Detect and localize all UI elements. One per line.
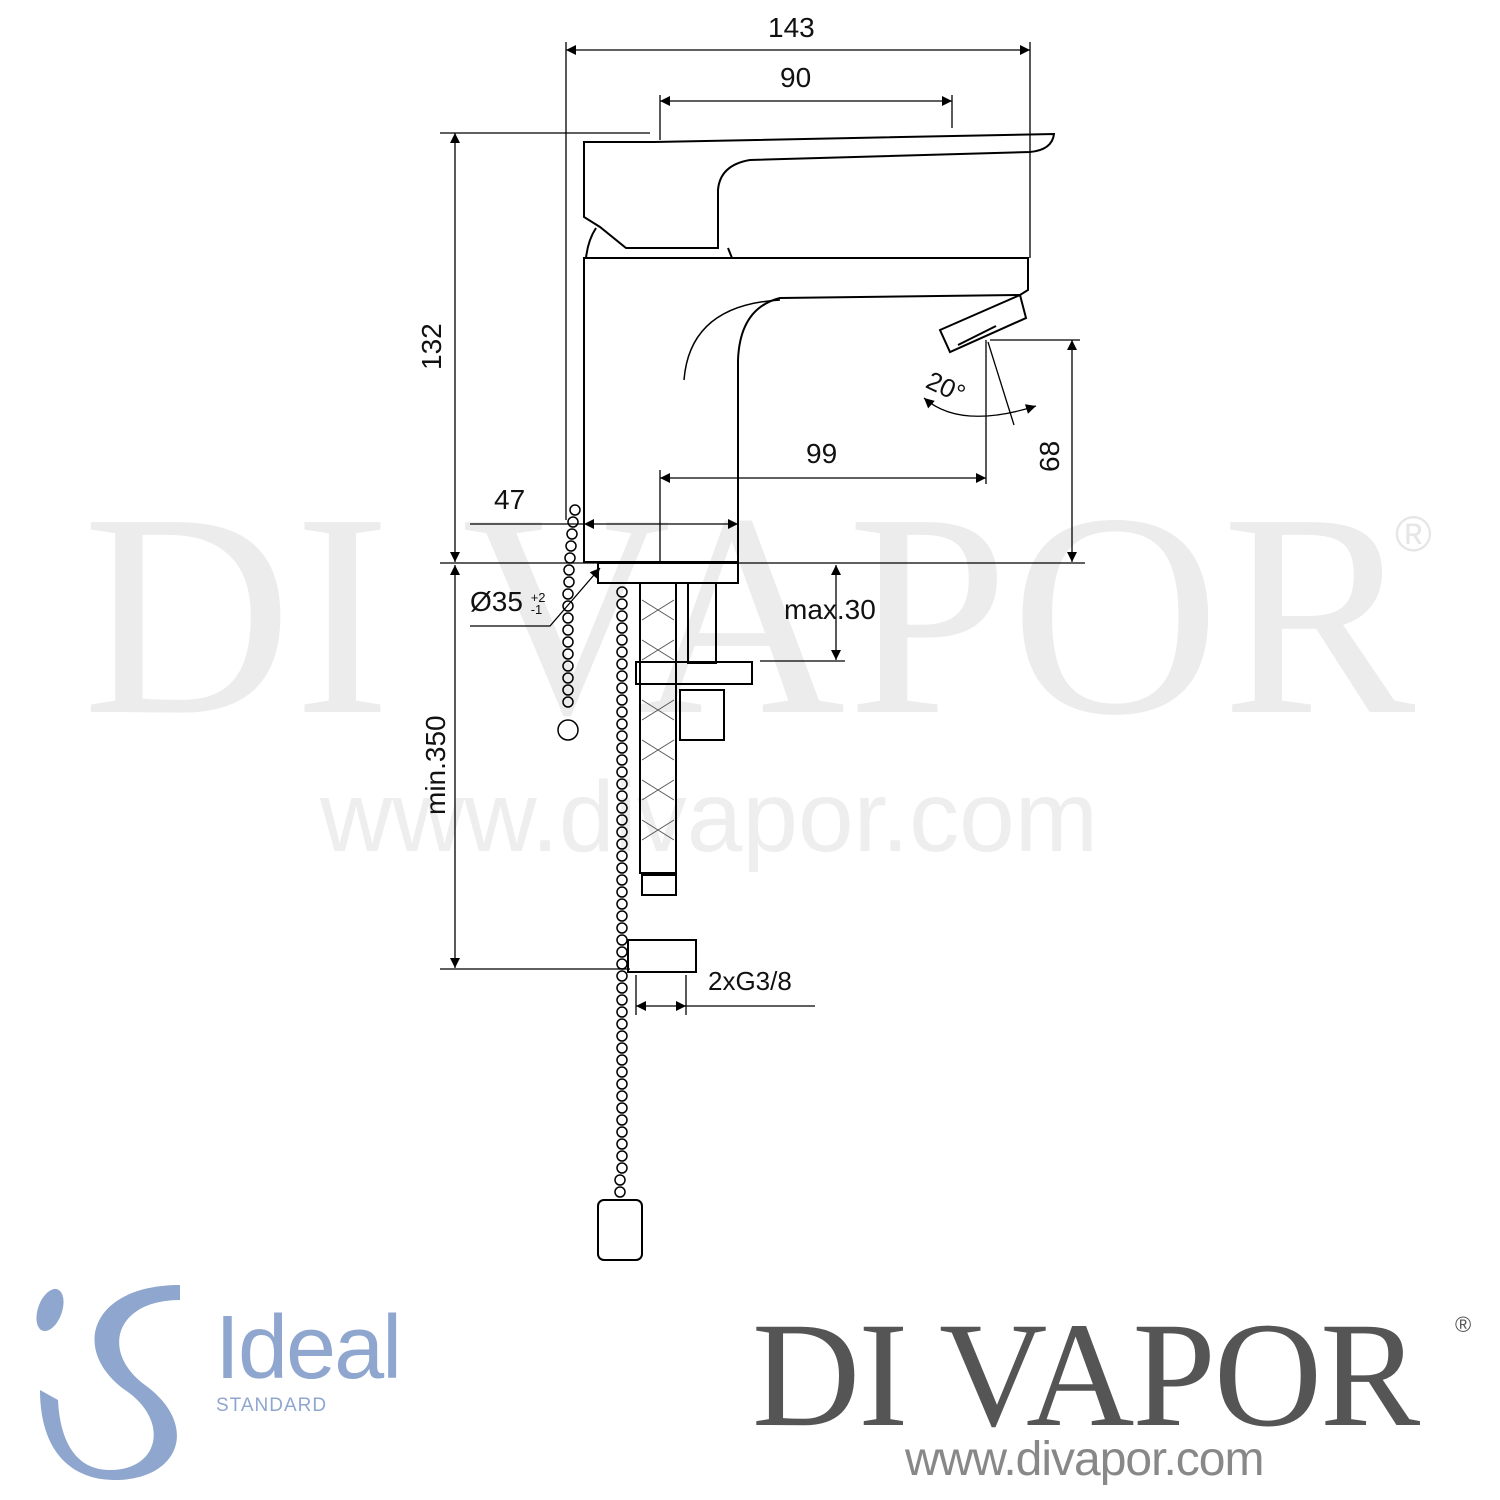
ideal-standard-logo-icon [36,1285,180,1480]
tap-body [583,257,1029,563]
standard-word: STANDARD [216,1395,328,1416]
hole-tolerance: +2 -1 [530,589,546,617]
watermark-brand: DI VAPOR [82,454,1418,775]
dim-body-depth: 47 [494,484,526,515]
divapor-url: www.divapor.com [905,1433,1264,1486]
watermark-url: www.divapor.com [320,761,1099,873]
braided-hose [641,599,675,841]
fixing-plate [635,661,753,685]
dim-overall-width: 143 [768,12,815,43]
drain-plug [597,1199,643,1261]
chain-right [614,586,628,1198]
dim-connection: 2xG3/8 [708,966,792,996]
dim-hose-length: min.350 [420,715,451,815]
aerator [938,293,1028,354]
dim-spout-reach: 99 [806,438,838,469]
chain-left [557,504,581,741]
hex-nut [679,689,725,741]
dim-handle-width: 90 [780,62,812,93]
dim-spout-height: 68 [1034,440,1065,472]
tol-minus: -1 [530,601,543,617]
ideal-word: Ideal [215,1298,402,1398]
dim-hole-diameter: Ø35 +2 -1 [470,586,546,618]
lever-handle [583,132,1056,249]
watermark-registered: ® [1395,506,1432,562]
hose-connector [627,939,697,973]
divapor-registered: ® [1455,1312,1472,1337]
divapor-logo: DI VAPOR [752,1292,1420,1458]
dim-overall-height: 132 [416,323,447,370]
hole-diameter-value: Ø35 [470,586,523,617]
dim-deck-thickness: max.30 [784,594,876,625]
tol-plus: +2 [530,589,546,605]
